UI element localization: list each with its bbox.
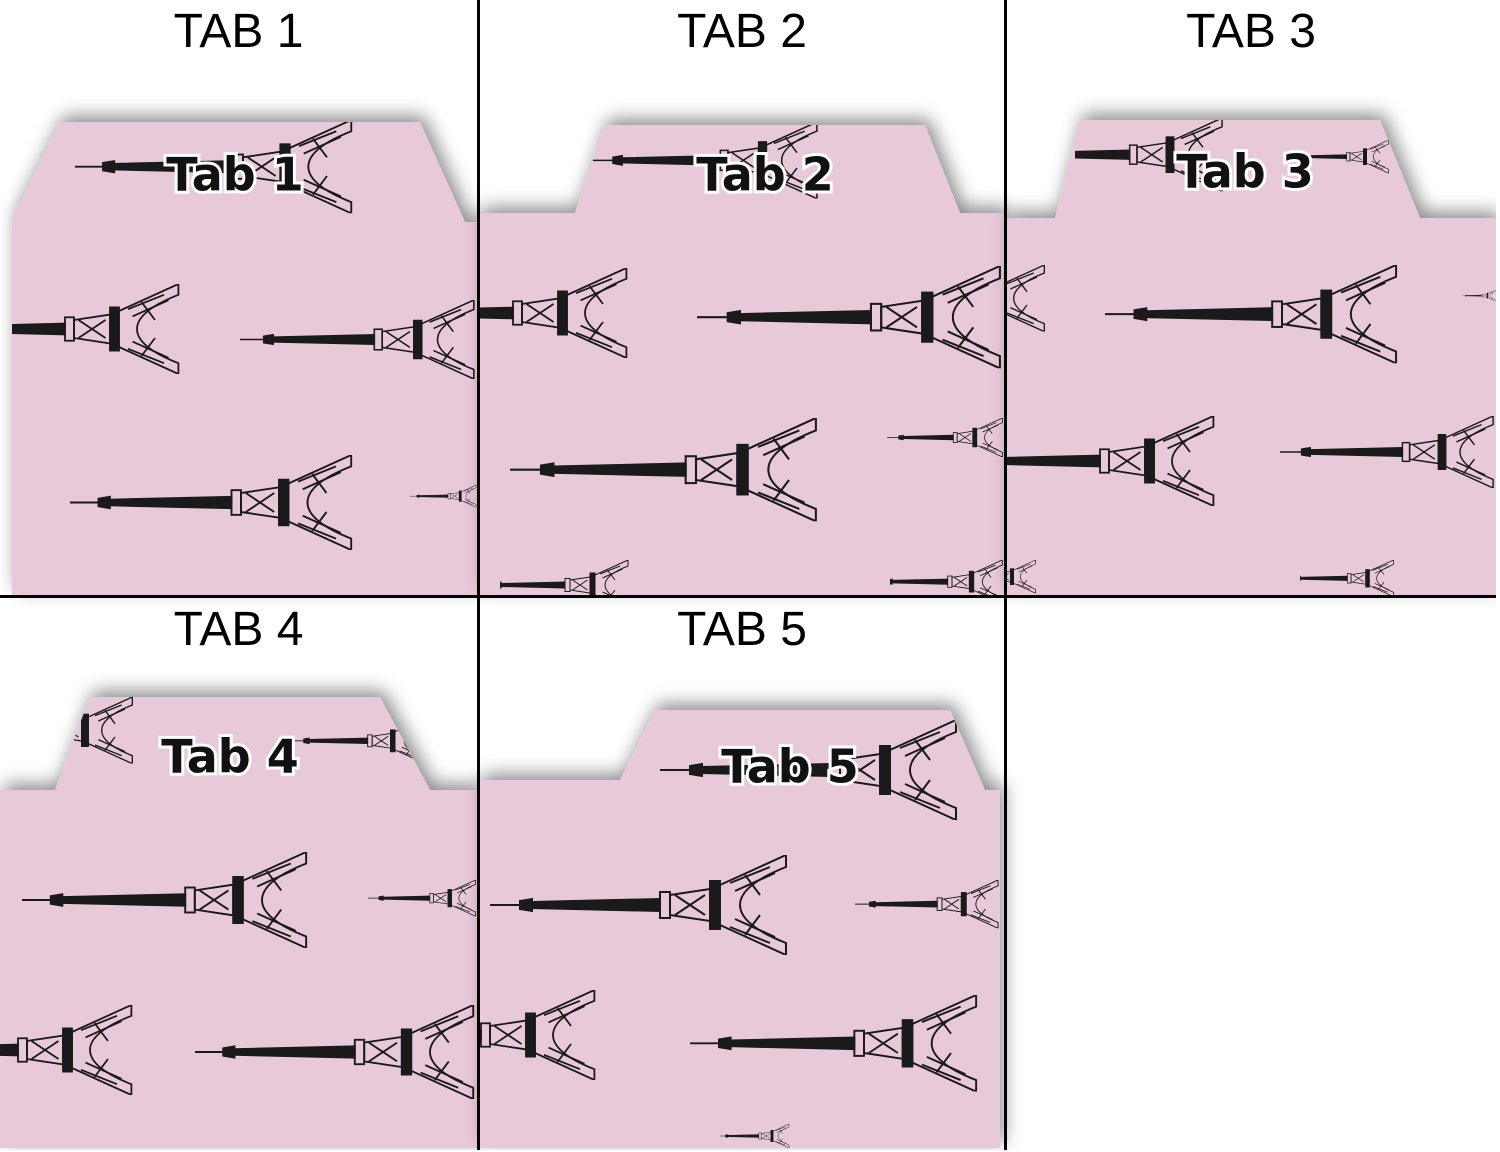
tab-cell-4: TAB 4: [0, 598, 477, 1148]
tab-label: Tab 5: [721, 740, 858, 794]
tab-cell-2: TAB 2: [480, 0, 1004, 595]
tab-divider-5: Tab 5: [480, 710, 1000, 1148]
tab-paper: [480, 125, 1004, 595]
tab-divider-4: Tab 4: [0, 697, 477, 1148]
cell-heading: TAB 3: [1186, 5, 1316, 58]
tab-label: Tab 3: [1176, 145, 1313, 199]
cell-heading: TAB 5: [677, 603, 807, 656]
cell-heading: TAB 2: [677, 5, 807, 58]
tab-label: Tab 4: [161, 730, 298, 784]
tab-divider-1: Tab 1: [12, 122, 477, 595]
tab-divider-3: Tab 3: [1007, 120, 1496, 595]
cell-heading: TAB 1: [173, 5, 304, 58]
tab-paper: [12, 122, 477, 595]
tab-label: Tab 1: [166, 148, 303, 202]
grid-divider: [1004, 0, 1007, 1150]
tab-cell-1: TAB 1: [0, 0, 477, 595]
tab-label: Tab 2: [696, 148, 833, 202]
grid-divider: [477, 0, 480, 1150]
tab-paper: [480, 710, 1000, 1148]
tab-paper: [1007, 120, 1496, 595]
tab-divider-2: Tab 2: [480, 125, 1004, 595]
tab-cell-3: TAB 3: [1007, 0, 1495, 595]
grid-divider: [0, 595, 1496, 598]
tab-cell-5: TAB 5: [480, 598, 1004, 1148]
cell-heading: TAB 4: [173, 603, 304, 656]
